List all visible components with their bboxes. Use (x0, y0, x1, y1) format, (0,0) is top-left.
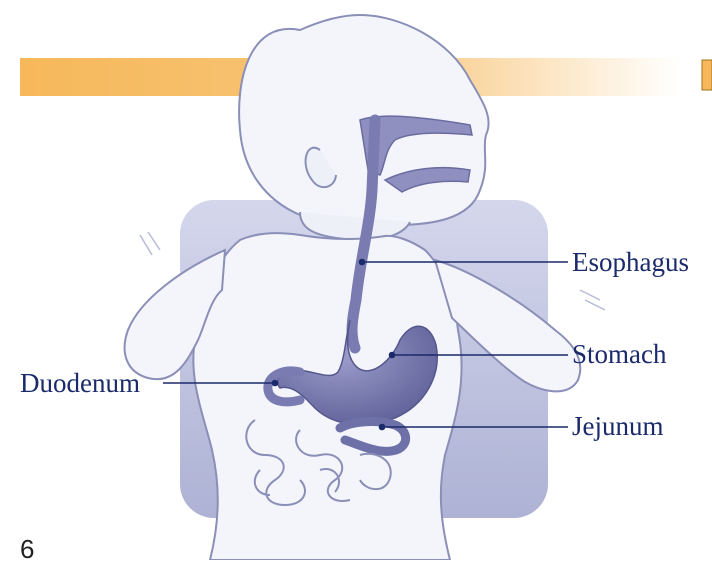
label-duodenum: Duodenum (20, 370, 140, 397)
label-jejunum: Jejunum (572, 413, 664, 440)
label-stomach: Stomach (572, 341, 667, 368)
page-number: 6 (20, 536, 34, 562)
corner-marker (702, 60, 712, 90)
label-esophagus: Esophagus (572, 249, 689, 276)
